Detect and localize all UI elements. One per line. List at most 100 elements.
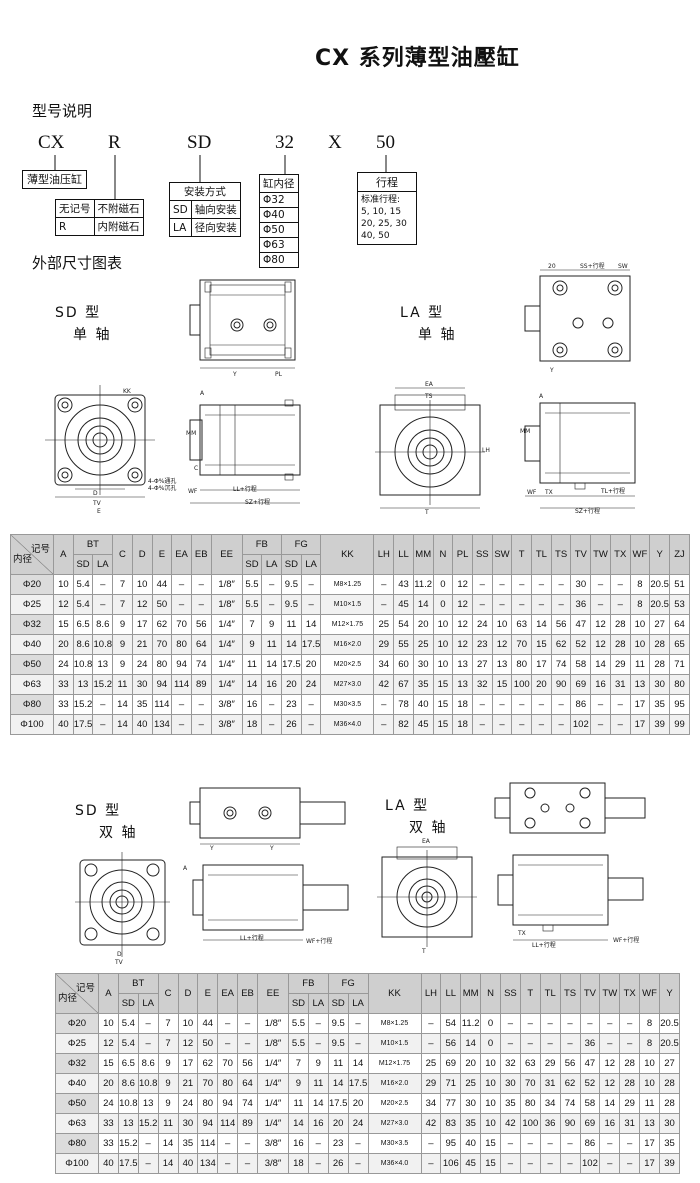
- value-cell: 80: [511, 654, 533, 675]
- value-cell: 11: [639, 1093, 660, 1114]
- value-cell: 5.4: [72, 574, 94, 595]
- value-cell: –: [373, 714, 395, 735]
- value-cell: –: [420, 1153, 442, 1174]
- svg-text:MM: MM: [520, 428, 530, 435]
- value-cell: 1/4″: [257, 1113, 289, 1134]
- value-cell: 35: [500, 1093, 521, 1114]
- value-cell: 32: [471, 674, 493, 695]
- value-cell: 14: [157, 1133, 179, 1154]
- value-cell: M10×1.5: [320, 594, 375, 615]
- bore-cell: Φ80: [10, 694, 54, 715]
- value-cell: 74: [550, 654, 572, 675]
- value-cell: 12: [452, 634, 473, 655]
- value-cell: 95: [440, 1133, 462, 1154]
- value-cell: 11: [241, 654, 263, 675]
- bore-option: Φ63: [259, 237, 299, 253]
- value-cell: –: [420, 1133, 442, 1154]
- value-cell: 29: [539, 1053, 561, 1074]
- value-cell: 13: [72, 674, 94, 695]
- value-cell: 17.5: [300, 634, 322, 655]
- value-cell: –: [511, 714, 533, 735]
- value-cell: 56: [190, 614, 212, 635]
- value-cell: 25: [460, 1073, 482, 1094]
- value-cell: –: [609, 714, 631, 735]
- value-cell: 8.6: [92, 614, 114, 635]
- value-cell: 70: [217, 1053, 239, 1074]
- value-cell: 5.5: [288, 1033, 309, 1054]
- value-cell: 32: [500, 1053, 521, 1074]
- value-cell: 62: [151, 614, 173, 635]
- svg-text:D: D: [117, 951, 122, 958]
- value-cell: 63: [511, 614, 533, 635]
- value-cell: 21: [131, 634, 153, 655]
- value-cell: 10.8: [137, 1073, 159, 1094]
- value-cell: 69: [579, 1113, 601, 1134]
- value-cell: 80: [151, 654, 173, 675]
- value-cell: 74: [190, 654, 212, 675]
- value-cell: –: [491, 574, 513, 595]
- value-cell: 34: [373, 654, 395, 675]
- col-header: SS: [471, 534, 493, 575]
- value-cell: –: [261, 714, 283, 735]
- value-cell: 56: [550, 614, 572, 635]
- model-connectors: [54, 155, 387, 200]
- svg-text:WF: WF: [188, 488, 198, 495]
- col-header: WF: [629, 534, 651, 575]
- value-cell: 42: [500, 1113, 521, 1134]
- value-cell: –: [599, 1033, 621, 1054]
- svg-text:T: T: [424, 509, 429, 516]
- value-cell: –: [500, 1153, 521, 1174]
- value-cell: 14: [261, 654, 283, 675]
- value-cell: 44: [151, 574, 173, 595]
- col-subheader: SD: [72, 554, 94, 575]
- value-cell: 15: [432, 694, 454, 715]
- value-cell: 102: [570, 714, 592, 735]
- value-cell: 12: [590, 614, 611, 635]
- value-cell: 8.6: [117, 1073, 139, 1094]
- value-cell: 17: [177, 1053, 199, 1074]
- value-cell: 52: [570, 634, 592, 655]
- value-cell: 10: [480, 1053, 501, 1074]
- svg-text:A: A: [539, 393, 544, 400]
- svg-text:KK: KK: [123, 388, 132, 395]
- col-header: N: [432, 534, 454, 575]
- value-cell: –: [347, 1133, 369, 1154]
- col-header: EB: [190, 534, 212, 575]
- value-cell: 44: [197, 1013, 219, 1034]
- value-cell: 40: [412, 694, 434, 715]
- value-cell: –: [531, 574, 552, 595]
- value-cell: –: [300, 714, 322, 735]
- value-cell: 90: [550, 674, 572, 695]
- value-cell: –: [550, 694, 572, 715]
- value-cell: –: [217, 1013, 239, 1034]
- value-cell: 1/4″: [210, 674, 243, 695]
- value-cell: 80: [171, 634, 192, 655]
- value-cell: –: [347, 1033, 369, 1054]
- value-cell: 17.5: [117, 1153, 139, 1174]
- value-cell: 3/8″: [210, 714, 243, 735]
- value-cell: –: [261, 694, 283, 715]
- box-type: 薄型油压缸: [22, 170, 87, 189]
- value-cell: 8: [639, 1033, 660, 1054]
- value-cell: –: [307, 1013, 329, 1034]
- value-cell: –: [539, 1013, 561, 1034]
- svg-text:Y: Y: [549, 367, 554, 374]
- value-cell: 65: [668, 634, 691, 655]
- mount-code-la: LA: [169, 218, 192, 237]
- value-cell: M27×3.0: [320, 674, 375, 695]
- bore-cell: Φ32: [10, 614, 54, 635]
- col-header: EE: [210, 534, 243, 575]
- value-cell: 94: [151, 674, 173, 695]
- value-cell: –: [261, 574, 283, 595]
- value-cell: 10: [177, 1013, 199, 1034]
- code-cx: CX: [38, 132, 65, 153]
- col-header: BT: [72, 534, 114, 555]
- value-cell: 102: [579, 1153, 601, 1174]
- value-cell: 23: [471, 634, 493, 655]
